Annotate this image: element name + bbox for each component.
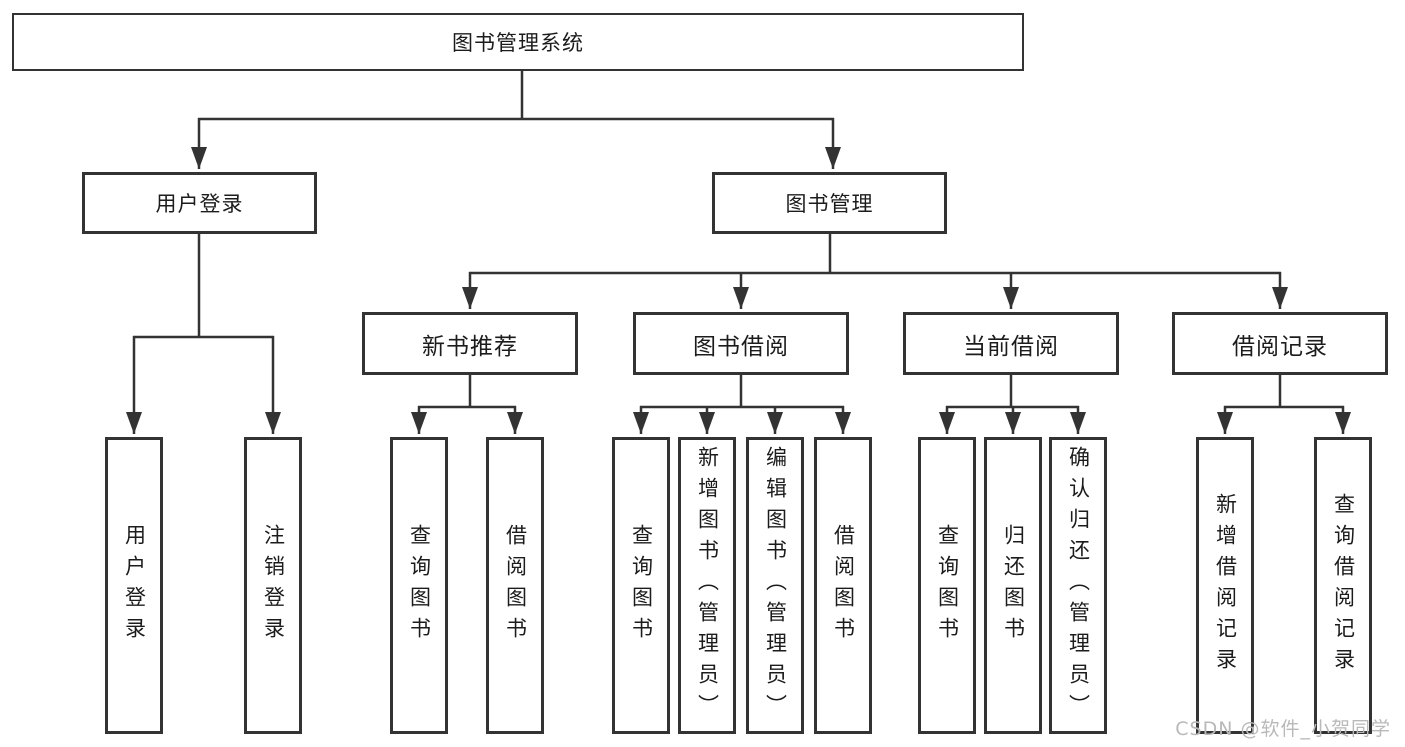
- node-new-book-recommend: 新书推荐: [362, 312, 578, 375]
- node-library-system-label: 图书管理系统: [452, 31, 584, 55]
- leaf-edit-books-admin: 编辑图书（管理员）: [746, 437, 804, 734]
- node-borrow-records-label: 借阅记录: [1232, 333, 1328, 360]
- node-borrow-records: 借阅记录: [1172, 312, 1388, 375]
- leaf-borrow-books-1-label: 借阅图书: [503, 523, 528, 648]
- leaf-query-borrow-record-label: 查询借阅记录: [1331, 492, 1356, 679]
- node-new-book-recommend-label: 新书推荐: [422, 333, 518, 360]
- leaf-user-login: 用户登录: [105, 437, 163, 734]
- leaf-add-books-admin: 新增图书（管理员）: [678, 437, 736, 734]
- leaf-query-borrow-record: 查询借阅记录: [1314, 437, 1372, 734]
- leaf-edit-books-admin-label: 编辑图书（管理员）: [763, 446, 788, 725]
- node-book-borrow: 图书借阅: [633, 312, 849, 375]
- csdn-watermark: CSDN @软件_小贺同学: [1175, 718, 1391, 740]
- leaf-confirm-return-admin: 确认归还（管理员）: [1049, 437, 1107, 734]
- leaf-query-books-1-label: 查询图书: [407, 523, 432, 648]
- leaf-user-login-label: 用户登录: [122, 523, 147, 648]
- leaf-query-books-1: 查询图书: [390, 437, 448, 734]
- leaf-add-books-admin-label: 新增图书（管理员）: [695, 446, 720, 725]
- leaf-return-books: 归还图书: [984, 437, 1042, 734]
- node-current-borrow-label: 当前借阅: [963, 333, 1059, 360]
- leaf-logout-label: 注销登录: [261, 523, 286, 648]
- leaf-borrow-books-2: 借阅图书: [814, 437, 872, 734]
- leaf-query-books-3-label: 查询图书: [935, 523, 960, 648]
- leaf-query-books-2: 查询图书: [612, 437, 670, 734]
- node-book-borrow-label: 图书借阅: [693, 333, 789, 360]
- leaf-query-books-3: 查询图书: [918, 437, 976, 734]
- leaf-add-borrow-record: 新增借阅记录: [1196, 437, 1254, 734]
- leaf-return-books-label: 归还图书: [1001, 523, 1026, 648]
- leaf-borrow-books-2-label: 借阅图书: [831, 523, 856, 648]
- node-book-management: 图书管理: [712, 172, 947, 234]
- node-book-management-label: 图书管理: [785, 192, 874, 216]
- leaf-add-borrow-record-label: 新增借阅记录: [1213, 492, 1238, 679]
- leaf-query-books-2-label: 查询图书: [629, 523, 654, 648]
- leaf-confirm-return-admin-label: 确认归还（管理员）: [1066, 446, 1091, 725]
- node-current-borrow: 当前借阅: [903, 312, 1119, 375]
- node-library-system: 图书管理系统: [12, 13, 1024, 71]
- leaf-borrow-books-1: 借阅图书: [486, 437, 544, 734]
- node-user-login-label: 用户登录: [155, 192, 244, 216]
- node-user-login: 用户登录: [82, 172, 317, 234]
- leaf-logout: 注销登录: [244, 437, 302, 734]
